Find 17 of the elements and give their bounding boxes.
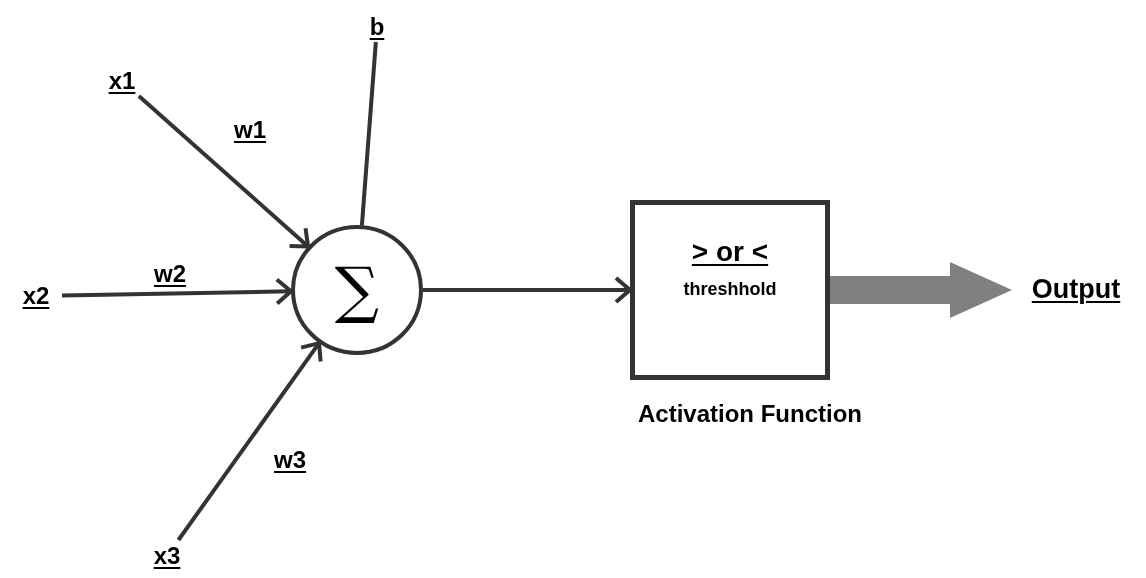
box-caption: Activation Function (638, 400, 862, 428)
block-arrow (830, 262, 1012, 318)
input-label: x2 (22, 282, 50, 310)
arrow (423, 276, 632, 304)
arrow (61, 277, 293, 306)
comparison-symbol: > or < (691, 237, 769, 268)
arrow (137, 94, 310, 249)
input-label: x1 (108, 67, 136, 95)
sigma-symbol: ∑ (334, 255, 380, 325)
bias-label: b (369, 13, 385, 41)
line (359, 41, 378, 226)
activation-box (630, 200, 830, 380)
output-label: Output (1031, 275, 1121, 305)
threshold-label: threshhold (683, 279, 777, 300)
arrow (176, 341, 323, 542)
input-label: x3 (153, 542, 181, 570)
summation-node (290, 224, 424, 356)
